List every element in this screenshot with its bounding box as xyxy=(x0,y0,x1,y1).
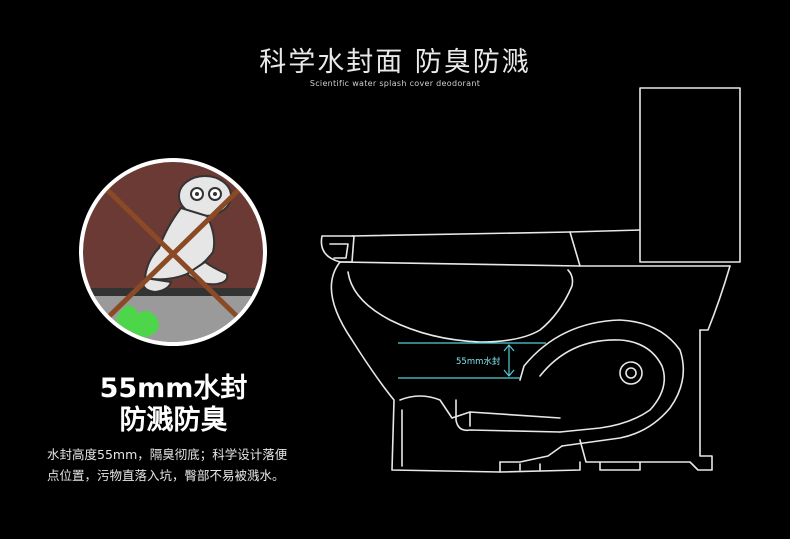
description-line-2: 点位置，污物直落入坑，臀部不易被溅水。 xyxy=(47,468,285,483)
crossed-out-person-icon xyxy=(77,156,269,348)
description-line-1: 水封高度55mm，隔臭彻底；科学设计落便 xyxy=(47,447,288,462)
page-title: 科学水封面 防臭防溅 xyxy=(259,47,531,78)
headline-seal: 55mm水封 xyxy=(99,373,248,404)
seal-height-label: 55mm水封 xyxy=(456,357,501,367)
headline-benefit: 防溅防臭 xyxy=(119,405,228,436)
page-subtitle: Scientific water splash cover deodorant xyxy=(309,79,481,88)
